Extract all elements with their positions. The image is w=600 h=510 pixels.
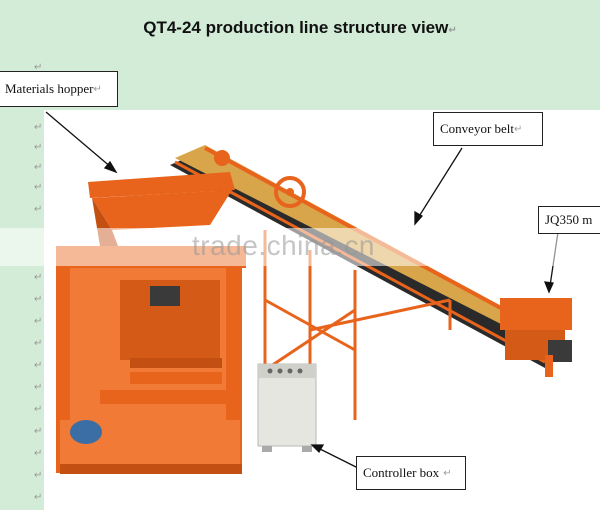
paragraph-mark: ↵	[34, 162, 43, 173]
paragraph-mark: ↵	[34, 338, 43, 349]
label-materials-hopper: Materials hopper↵	[0, 71, 118, 107]
arrow-head	[310, 444, 325, 454]
paragraph-mark: ↵	[93, 83, 102, 95]
title-text: QT4-24 production line structure view	[143, 18, 449, 37]
paragraph-mark: ↵	[34, 272, 43, 283]
paragraph-mark: ↵	[34, 360, 43, 371]
paragraph-mark: ↵	[34, 470, 43, 481]
paragraph-mark: ↵	[34, 62, 43, 73]
paragraph-mark: ↵	[514, 123, 523, 135]
paragraph-mark: ↵	[34, 142, 43, 153]
arrow-head	[414, 210, 424, 226]
paragraph-mark: ↵	[34, 182, 43, 193]
page-title: QT4-24 production line structure view↵	[0, 18, 600, 38]
mixer-jq350	[500, 298, 572, 377]
controller-box	[257, 363, 317, 452]
paragraph-mark: ↵	[34, 204, 43, 215]
watermark-text: trade.china.cn	[192, 230, 375, 261]
paragraph-mark: ↵	[34, 122, 43, 133]
label-text: JQ350 m	[545, 212, 593, 227]
label-conveyor-belt: Conveyor belt↵	[433, 112, 543, 146]
label-text: Materials hopper	[5, 81, 94, 96]
paragraph-mark: ↵	[443, 467, 452, 479]
paragraph-mark: ↵	[34, 448, 43, 459]
paragraph-mark: ↵	[34, 492, 43, 503]
label-controller-box: Controller box↵	[356, 456, 466, 490]
arrow-head	[103, 160, 118, 174]
main-machine	[56, 246, 246, 474]
paragraph-mark: ↵	[34, 294, 43, 305]
watermark-band: trade.china.cn	[0, 228, 600, 266]
label-text: Conveyor belt	[440, 121, 515, 136]
callout-arrows	[45, 111, 559, 469]
paragraph-mark: ↵	[34, 316, 43, 327]
label-text: Controller box	[363, 465, 440, 480]
paragraph-mark: ↵	[34, 382, 43, 393]
paragraph-mark: ↵	[34, 404, 43, 415]
paragraph-mark: ↵	[34, 426, 43, 437]
label-mixer: JQ350 m	[538, 206, 600, 234]
arrow-head	[543, 281, 554, 294]
paragraph-mark: ↵	[448, 25, 457, 36]
